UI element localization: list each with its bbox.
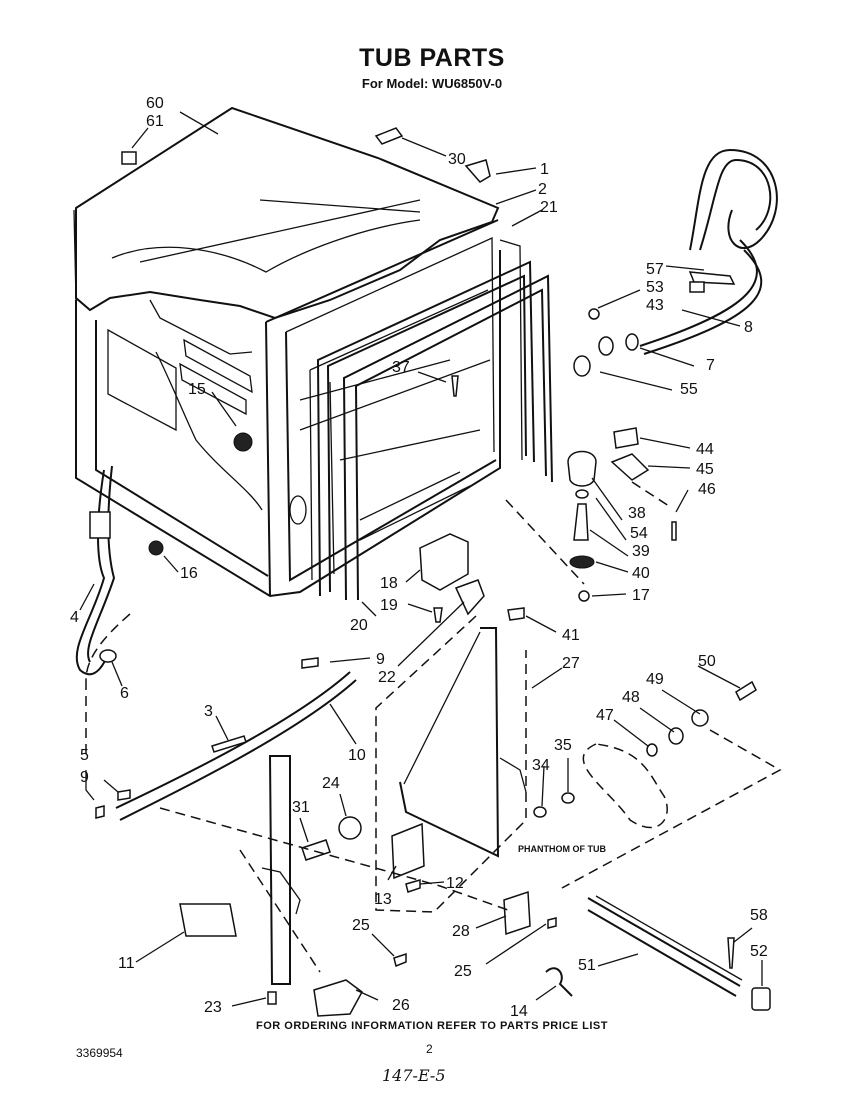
ordering-note: FOR ORDERING INFORMATION REFER TO PARTS … (256, 1020, 608, 1032)
label-28: 28 (452, 923, 470, 940)
tub-body (75, 219, 501, 598)
label-31: 31 (292, 799, 310, 816)
model-subtitle: For Model: WU6850V-0 (361, 76, 503, 91)
label-27: 27 (562, 655, 580, 672)
label-4: 4 (70, 609, 79, 626)
label-39: 39 (632, 543, 650, 560)
document-number: 3369954 (76, 1046, 123, 1060)
label-6: 6 (120, 685, 129, 702)
label-54: 54 (630, 525, 648, 542)
fill-hose (639, 148, 778, 355)
label-25a: 25 (352, 917, 370, 934)
label-34: 34 (532, 757, 550, 774)
label-23: 23 (204, 999, 222, 1016)
label-25b: 25 (454, 963, 472, 980)
label-49: 49 (646, 671, 664, 688)
label-46: 46 (698, 481, 716, 498)
label-24: 24 (322, 775, 340, 792)
label-35: 35 (554, 737, 572, 754)
insulation-blanket (73, 106, 500, 320)
label-43: 43 (646, 297, 664, 314)
label-3: 3 (204, 703, 213, 720)
label-44: 44 (696, 441, 714, 458)
label-30: 30 (448, 151, 466, 168)
label-48: 48 (622, 689, 640, 706)
label-19: 19 (380, 597, 398, 614)
label-45: 45 (696, 461, 714, 478)
label-11: 11 (118, 955, 135, 972)
leader-lines (79, 111, 763, 1007)
handwritten-note: 147-E-5 (382, 1066, 446, 1085)
label-38: 38 (628, 505, 646, 522)
label-58: 58 (750, 907, 768, 924)
label-15: 15 (188, 381, 206, 398)
label-14: 14 (510, 1003, 528, 1020)
hardware (75, 127, 771, 1017)
label-5: 5 (80, 747, 89, 764)
label-52: 52 (750, 943, 768, 960)
part-labels: 60 61 30 1 2 21 57 53 43 8 7 55 37 15 44… (70, 95, 768, 1020)
label-22: 22 (378, 669, 396, 686)
label-8: 8 (744, 319, 753, 336)
label-7: 7 (706, 357, 715, 374)
label-16: 16 (180, 565, 198, 582)
label-57: 57 (646, 261, 664, 278)
label-12: 12 (446, 875, 464, 892)
label-26: 26 (392, 997, 410, 1014)
label-40: 40 (632, 565, 650, 582)
label-55: 55 (680, 381, 698, 398)
phantom-of-tub-note: PHANTHOM OF TUB (518, 844, 606, 854)
label-17: 17 (632, 587, 650, 604)
label-51: 51 (578, 957, 596, 974)
label-9b: 9 (80, 769, 89, 786)
label-13: 13 (374, 891, 392, 908)
label-9a: 9 (376, 651, 385, 668)
label-50: 50 (698, 653, 716, 670)
label-1: 1 (540, 161, 549, 178)
label-10: 10 (348, 747, 366, 764)
label-61: 61 (146, 113, 164, 130)
page-number: 2 (426, 1042, 433, 1056)
label-47: 47 (596, 707, 614, 724)
label-2: 2 (538, 181, 547, 198)
dashed-lines (85, 481, 782, 973)
page-title: TUB PARTS (359, 44, 505, 72)
label-53: 53 (646, 279, 664, 296)
label-37: 37 (392, 359, 410, 376)
label-20: 20 (350, 617, 368, 634)
label-41: 41 (562, 627, 580, 644)
door-gaskets (316, 239, 553, 601)
label-18: 18 (380, 575, 398, 592)
label-21: 21 (540, 199, 558, 216)
label-60: 60 (146, 95, 164, 112)
